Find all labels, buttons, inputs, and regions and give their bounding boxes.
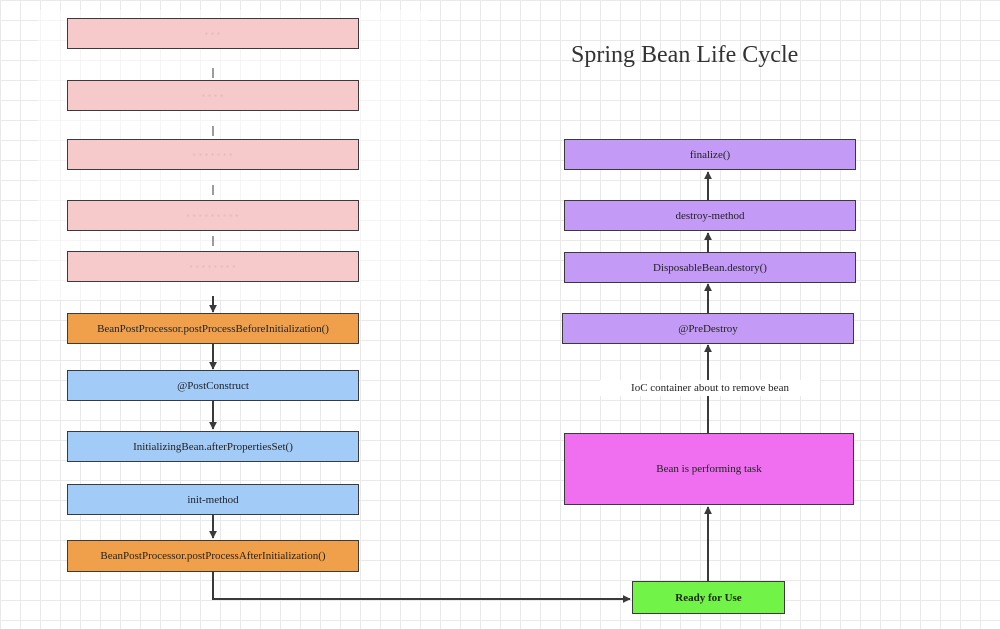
pre-destroy-box: @PreDestroy: [562, 313, 854, 344]
obscured-step-3: · · · · · · ·: [67, 139, 359, 170]
before-init-box: BeanPostProcessor.postProcessBeforeIniti…: [67, 313, 359, 344]
ready-for-use-box: Ready for Use: [632, 581, 785, 614]
obscured-step-1: · · ·: [67, 18, 359, 49]
post-construct-box: @PostConstruct: [67, 370, 359, 401]
obscured-step-2-text: · · · ·: [202, 91, 224, 100]
destroy-method-box: destroy-method: [564, 200, 856, 231]
obscured-step-5-text: · · · · · · · ·: [190, 262, 236, 271]
task-box: Bean is performing task: [564, 433, 854, 505]
obscured-step-2: · · · ·: [67, 80, 359, 111]
obscured-step-3-text: · · · · · · ·: [193, 150, 233, 159]
disposable-destroy-box: DisposableBean.destory(): [564, 252, 856, 283]
obscured-step-4-text: · · · · · · · · ·: [187, 211, 239, 220]
obscured-step-5: · · · · · · · ·: [67, 251, 359, 282]
finalize-box: finalize(): [564, 139, 856, 170]
after-init-box: BeanPostProcessor.postProcessAfterInitia…: [67, 540, 359, 572]
after-properties-set-box: InitializingBean.afterPropertiesSet(): [67, 431, 359, 462]
init-method-box: init-method: [67, 484, 359, 515]
obscured-step-1-text: · · ·: [205, 29, 221, 38]
arrow-to-ready: [212, 572, 631, 603]
remove-bean-label: IoC container about to remove bean: [600, 380, 820, 396]
obscured-step-4: · · · · · · · · ·: [67, 200, 359, 231]
diagram-title: Spring Bean Life Cycle: [571, 42, 799, 68]
